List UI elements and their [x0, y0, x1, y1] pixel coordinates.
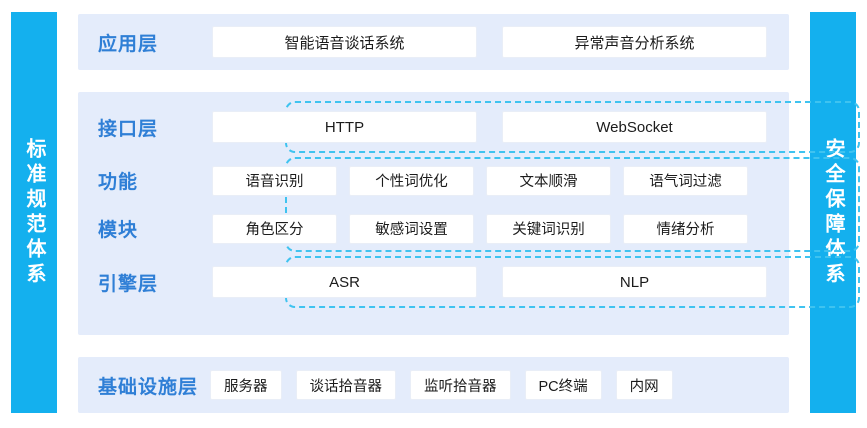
- function-module-label-line1: 功能: [98, 172, 139, 193]
- function-module-cards-row-1: 语音识别 个性词优化 文本顺滑 语气词过滤: [203, 165, 748, 196]
- interface-card-http[interactable]: HTTP: [212, 111, 477, 143]
- function-module-group-outline: [285, 157, 860, 252]
- engine-layer-cards: ASR NLP: [203, 266, 767, 298]
- app-card-intelligent-voice-interview[interactable]: 智能语音谈话系统: [212, 26, 477, 58]
- infra-card-intranet[interactable]: 内网: [615, 370, 673, 400]
- interface-card-websocket[interactable]: WebSocket: [502, 111, 767, 143]
- left-sidebar-label: 标准规范体系: [23, 137, 45, 288]
- engine-layer-label: 引擎层: [98, 273, 159, 295]
- func-card-speech-recognition[interactable]: 语音识别: [212, 165, 337, 196]
- func-card-sensitive-word-config[interactable]: 敏感词设置: [349, 213, 474, 244]
- function-module-cards-row-2: 角色区分 敏感词设置 关键词识别 情绪分析: [203, 213, 748, 244]
- func-card-text-smoothing[interactable]: 文本顺滑: [486, 165, 611, 196]
- infrastructure-layer-row: 基础设施层 服务器 谈话拾音器 监听拾音器 PC终端 内网: [78, 357, 789, 413]
- func-card-modal-particle-filter[interactable]: 语气词过滤: [623, 165, 748, 196]
- engine-card-nlp[interactable]: NLP: [502, 266, 767, 298]
- infra-card-monitoring-microphone[interactable]: 监听拾音器: [410, 370, 511, 400]
- func-card-personalized-word-optimization[interactable]: 个性词优化: [349, 165, 474, 196]
- interface-layer-cards: HTTP WebSocket: [203, 111, 767, 143]
- infra-card-server[interactable]: 服务器: [210, 370, 282, 400]
- architecture-stack: 应用层 智能语音谈话系统 异常声音分析系统 接口层 HTTP WebSocket…: [78, 0, 860, 428]
- application-layer-row: 应用层 智能语音谈话系统 异常声音分析系统: [78, 14, 789, 70]
- func-card-emotion-analysis[interactable]: 情绪分析: [623, 213, 748, 244]
- function-module-label-line2: 模块: [98, 220, 139, 241]
- infrastructure-layer-label: 基础设施层: [98, 376, 199, 398]
- func-card-keyword-recognition[interactable]: 关键词识别: [486, 213, 611, 244]
- func-card-role-separation[interactable]: 角色区分: [212, 213, 337, 244]
- interface-layer-row: 接口层 HTTP WebSocket: [78, 101, 789, 153]
- engine-layer-row: 引擎层 ASR NLP: [78, 256, 789, 308]
- function-module-row-1: 功能 语音识别 个性词优化 文本顺滑 语气词过滤: [78, 157, 789, 204]
- infra-card-interview-microphone[interactable]: 谈话拾音器: [295, 370, 397, 400]
- infra-card-pc-terminal[interactable]: PC终端: [524, 370, 602, 400]
- engine-card-asr[interactable]: ASR: [212, 266, 477, 298]
- application-layer-cards: 智能语音谈话系统 异常声音分析系统: [203, 26, 767, 58]
- left-sidebar-standards: 标准规范体系: [11, 12, 57, 413]
- application-layer-label: 应用层: [98, 33, 159, 55]
- interface-layer-label: 接口层: [98, 118, 159, 140]
- function-module-row-2: 模块 角色区分 敏感词设置 关键词识别 情绪分析: [78, 205, 789, 252]
- app-card-abnormal-sound-analysis[interactable]: 异常声音分析系统: [502, 26, 767, 58]
